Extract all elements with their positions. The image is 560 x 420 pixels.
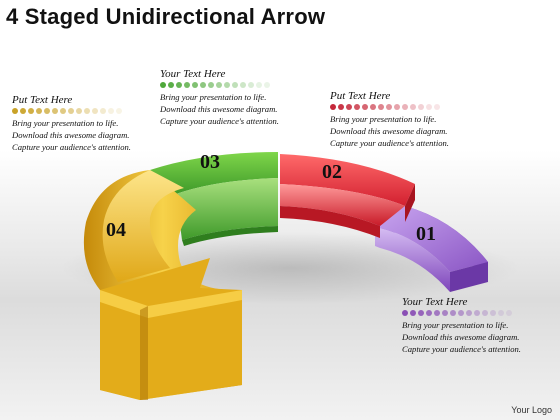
decor-dot [200,82,206,88]
decor-dot [442,310,448,316]
callout-line: Capture your audience's attention. [160,116,279,126]
decor-dot [20,108,26,114]
decor-dot [232,82,238,88]
callout-top-left: Put Text Here Bring your presentation to… [12,94,131,153]
stage-01-segment [375,206,488,292]
callout-heading: Your Text Here [160,68,226,80]
decor-dot [370,104,376,110]
decor-dot [482,310,488,316]
decor-dot [100,108,106,114]
callout-line: Bring your presentation to life. [402,320,509,330]
decor-dot [76,108,82,114]
callout-dots [330,104,449,110]
decor-dot [68,108,74,114]
decor-dot [410,104,416,110]
callout-line: Download this awesome diagram. [12,130,130,140]
callout-top-center: Your Text Here Bring your presentation t… [160,68,279,127]
decor-dot [410,310,416,316]
decor-dot [418,104,424,110]
decor-dot [184,82,190,88]
page-title: 4 Staged Unidirectional Arrow [6,4,326,29]
decor-dot [498,310,504,316]
decor-dot [84,108,90,114]
decor-dot [216,82,222,88]
callout-heading: Put Text Here [330,90,391,102]
decor-dot [12,108,18,114]
decor-dot [338,104,344,110]
stage-03-segment [150,152,278,246]
decor-dot [434,104,440,110]
decor-dot [240,82,246,88]
stage-04-number: 04 [106,219,126,241]
stage-04-segment [83,170,242,400]
callout-line: Bring your presentation to life. [160,92,267,102]
callout-bottom-right: Your Text Here Bring your presentation t… [402,296,521,355]
decor-dot [28,108,34,114]
decor-dot [402,104,408,110]
stage-02-segment [280,154,415,238]
decor-dot [394,104,400,110]
decor-dot [402,310,408,316]
decor-dot [176,82,182,88]
callout-dots [402,310,521,316]
callout-heading: Put Text Here [12,94,73,106]
decor-dot [160,82,166,88]
decor-dot [44,108,50,114]
decor-dot [208,82,214,88]
decor-dot [346,104,352,110]
callout-line: Download this awesome diagram. [160,104,278,114]
callout-line: Capture your audience's attention. [402,344,521,354]
decor-dot [330,104,336,110]
decor-dot [426,104,432,110]
decor-dot [92,108,98,114]
decor-dot [450,310,456,316]
decor-dot [466,310,472,316]
decor-dot [490,310,496,316]
decor-dot [52,108,58,114]
logo-text: Your Logo [511,405,552,415]
decor-dot [108,108,114,114]
callout-line: Download this awesome diagram. [330,126,448,136]
decor-dot [248,82,254,88]
decor-dot [506,310,512,316]
decor-dot [362,104,368,110]
decor-dot [418,310,424,316]
decor-dot [458,310,464,316]
decor-dot [354,104,360,110]
stage-01-number: 01 [416,223,436,245]
callout-line: Download this awesome diagram. [402,332,520,342]
decor-dot [60,108,66,114]
decor-dot [168,82,174,88]
callout-line: Capture your audience's attention. [330,138,449,148]
callout-heading: Your Text Here [402,296,468,308]
decor-dot [116,108,122,114]
decor-dot [36,108,42,114]
callout-dots [12,108,131,114]
decor-dot [192,82,198,88]
decor-dot [264,82,270,88]
decor-dot [224,82,230,88]
callout-dots [160,82,279,88]
decor-dot [386,104,392,110]
callout-line: Capture your audience's attention. [12,142,131,152]
decor-dot [434,310,440,316]
callout-line: Bring your presentation to life. [330,114,437,124]
stage-03-number: 03 [200,151,220,173]
decor-dot [426,310,432,316]
stage-02-number: 02 [322,161,342,183]
callout-top-right: Put Text Here Bring your presentation to… [330,90,449,149]
decor-dot [256,82,262,88]
decor-dot [474,310,480,316]
decor-dot [378,104,384,110]
callout-line: Bring your presentation to life. [12,118,119,128]
